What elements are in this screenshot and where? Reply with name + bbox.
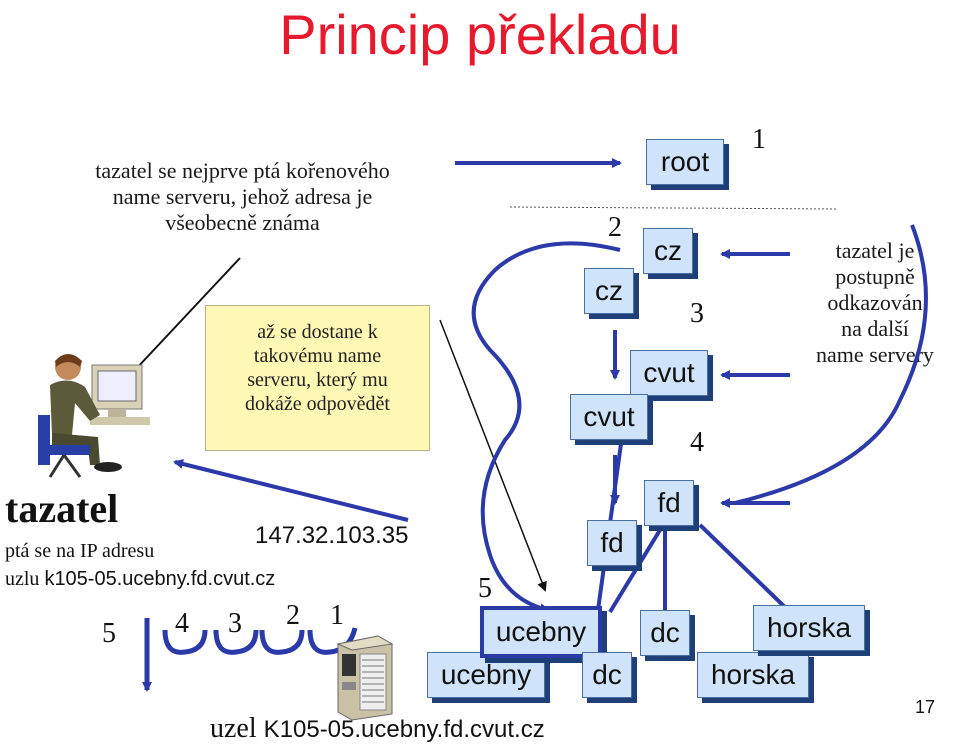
yellow-note-line: dokáže odpovědět [245, 393, 390, 415]
tree-connector [608, 528, 662, 614]
yellow-note-line: takovému name [253, 345, 382, 367]
right-note-line: odkazován [827, 290, 923, 315]
right-note-line: postupně [835, 264, 915, 289]
server-fd: fd [644, 480, 694, 526]
curved-arrow [734, 224, 928, 505]
bottom-step-4: 4 [175, 608, 189, 639]
server-horska: horska [697, 652, 809, 698]
server-cvut: cvut [570, 394, 648, 440]
node-label-host: K105-05.ucebny.fd.cvut.cz [263, 716, 545, 743]
right-note-line: tazatel je [835, 238, 915, 263]
intro-note: tazatel se nejprve ptá kořenového name s… [40, 158, 445, 236]
query-line-1: ptá se na IP adresu [5, 540, 155, 562]
server-ucebny: ucebny [427, 652, 545, 698]
query-prefix: uzlu [5, 568, 45, 590]
step-number-4: 4 [690, 427, 704, 458]
pointer-line [134, 257, 241, 371]
step-number-1: 1 [752, 124, 766, 155]
query-host: k105-05.ucebny.fd.cvut.cz [44, 568, 276, 590]
server-tower-icon [336, 635, 394, 721]
curved-arrow [471, 241, 621, 614]
ip-address: 147.32.103.35 [255, 522, 409, 549]
step-number-3: 3 [690, 298, 704, 329]
server-ucebny: ucebny [480, 606, 602, 658]
intro-note-line: name serveru, jehož adresa je [112, 184, 373, 209]
step-number-2: 2 [608, 212, 622, 243]
page-title: Princip překladu [279, 3, 681, 66]
server-fd: fd [587, 520, 637, 566]
answer-arrow [173, 459, 409, 522]
step-arrow [307, 627, 358, 655]
query-line-2: uzlu k105-05.ucebny.fd.cvut.cz [5, 568, 275, 591]
divider-line [509, 206, 839, 210]
step-number-5: 5 [478, 573, 492, 604]
bottom-step-1: 1 [330, 600, 344, 631]
asker-label: tazatel [5, 486, 119, 531]
person-at-computer-icon [38, 354, 150, 478]
tree-connector [596, 414, 627, 611]
yellow-note: až se dostane k takovému name serveru, k… [205, 305, 430, 451]
bottom-step-5: 5 [102, 618, 116, 649]
tree-connector [698, 523, 792, 614]
server-dc: dc [582, 652, 632, 698]
bottom-step-2: 2 [286, 600, 300, 631]
yellow-note-line: serveru, který mu [247, 369, 388, 391]
server-root: root [646, 139, 724, 185]
step-arrow [162, 629, 208, 655]
step-arrow [259, 629, 305, 655]
node-label-prefix: uzel [210, 713, 264, 744]
pointer-line [439, 319, 547, 592]
page-number: 17 [915, 697, 936, 717]
yellow-note-line: až se dostane k [257, 321, 378, 343]
intro-note-line: všeobecně známa [165, 210, 320, 235]
server-dc: dc [640, 610, 690, 656]
intro-note-line: tazatel se nejprve ptá kořenového [95, 158, 390, 183]
right-note-line: na další [841, 316, 909, 341]
step-arrow [213, 629, 259, 655]
bottom-step-3: 3 [228, 608, 242, 639]
server-cz: cz [584, 268, 634, 314]
server-cvut: cvut [630, 350, 708, 396]
node-label: uzel K105-05.ucebny.fd.cvut.cz [210, 713, 545, 745]
server-cz: cz [643, 228, 693, 274]
server-horska: horska [753, 605, 865, 651]
